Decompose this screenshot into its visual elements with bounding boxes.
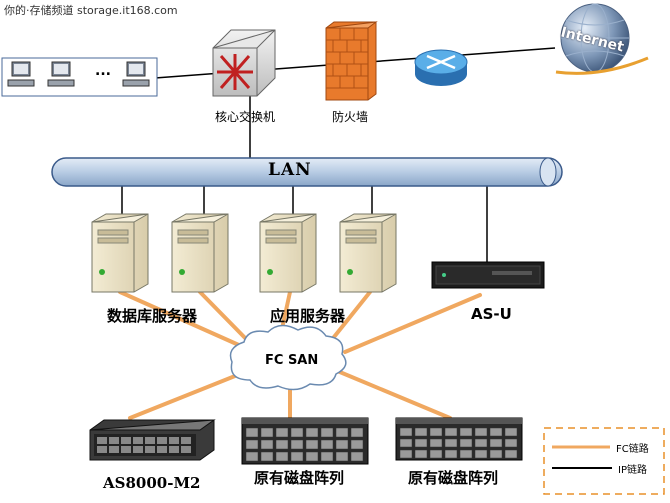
watermark: 你的·存储频道 storage.it168.com [4, 4, 178, 17]
db-servers-label: 数据库服务器 [107, 307, 198, 325]
legacy-array-2-label: 原有磁盘阵列 [408, 469, 499, 487]
legend-fc-label: FC链路 [616, 444, 649, 455]
storage-array-icon [395, 417, 523, 461]
as-u-label: AS-U [471, 305, 512, 323]
server-icon [91, 213, 149, 293]
clients-ellipsis: ... [95, 63, 111, 79]
server-icon [171, 213, 229, 293]
san-cloud-icon [229, 324, 347, 391]
db-server-1 [91, 213, 149, 293]
legacy-array-1-label: 原有磁盘阵列 [254, 469, 345, 487]
server-icon [339, 213, 397, 293]
workstation-icon [7, 61, 35, 87]
fc-san-label: FC SAN [265, 353, 319, 368]
core-switch-icon [212, 29, 276, 97]
firewall-label: 防火墙 [332, 110, 369, 124]
router-icon [414, 49, 468, 86]
core-switch-label: 核心交换机 [215, 110, 276, 124]
as8000-label: AS8000-M2 [103, 474, 201, 492]
app-server-2 [339, 213, 397, 293]
lan-label: LAN [268, 160, 312, 180]
as8000-storage-icon [89, 419, 216, 461]
legend-ip-label: IP链路 [618, 465, 647, 476]
workstation-icon [122, 61, 150, 87]
app-server-1 [259, 213, 317, 293]
fc-links [118, 290, 482, 420]
lan-bus [51, 157, 563, 187]
server-icon [259, 213, 317, 293]
client-workstations [1, 57, 158, 97]
workstation-icon [47, 61, 75, 87]
firewall-icon [325, 21, 378, 101]
rack-server-icon [431, 261, 545, 289]
storage-array-icon [241, 417, 369, 465]
internet-globe-icon [555, 3, 649, 75]
app-servers-label: 应用服务器 [270, 307, 346, 325]
legend [543, 427, 665, 495]
db-server-2 [171, 213, 229, 293]
